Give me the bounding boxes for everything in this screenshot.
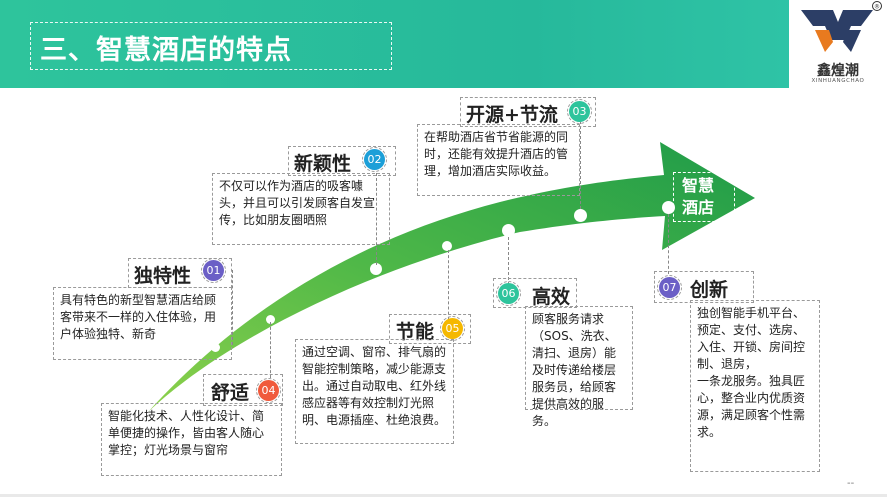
logo-subtitle: XINHUANGCHAO: [811, 78, 865, 84]
feature-desc-02: 不仅可以作为酒店的吸客噱头，并且可以引发顾客自发宣传，比如朋友圈晒照: [212, 173, 390, 245]
leader-line-06: [508, 237, 509, 285]
badge-ring-03: [567, 99, 592, 124]
feature-label-05: 节能: [396, 321, 435, 343]
arrow-dot-02: [370, 263, 382, 275]
badge-01: 01: [203, 260, 224, 281]
feature-label-07: 创新: [690, 279, 729, 301]
feature-label-01: 独特性: [134, 265, 192, 287]
badge-06: 06: [498, 283, 519, 304]
badge-05: 05: [442, 318, 463, 339]
badge-ring-01: [201, 258, 226, 283]
badge-02: 02: [364, 149, 385, 170]
feature-desc-04: 智能化技术、人性化设计、简单便捷的操作，皆由客人随心掌控；灯光场景与窗帘: [101, 403, 282, 476]
page-title: 三、智慧酒店的特点: [40, 35, 292, 66]
endpoint-frame: [673, 172, 735, 222]
arrow-dot-03: [574, 209, 587, 222]
footer-rule: [0, 494, 887, 497]
badge-07: 07: [659, 277, 680, 298]
badge-ring-05: [440, 316, 465, 341]
endpoint-label: 智慧 酒店: [682, 176, 715, 217]
leader-line-02: [376, 173, 377, 265]
title-frame: [30, 22, 392, 70]
feature-label-03: 开源+节流: [466, 104, 558, 126]
badge-ring-04: [256, 378, 281, 403]
leader-line-03: [580, 121, 581, 209]
label-frame-06: [493, 278, 577, 308]
feature-desc-07: 独创智能手机平台、预定、支付、选房、入住、开锁、房间控制、退房， 一条龙服务。独…: [690, 300, 820, 472]
logo: ®: [789, 0, 887, 88]
feature-label-04: 舒适: [211, 382, 250, 404]
leader-line-05: [448, 250, 449, 330]
badge-ring-06: [496, 281, 521, 306]
header-bar: [0, 0, 887, 88]
feature-desc-01: 具有特色的新型智慧酒店给顾客带来不一样的入住体验，用户体验独特、新奇: [53, 287, 232, 360]
arrow-dot-04: [266, 315, 275, 324]
arrow-dot-01: [211, 343, 220, 352]
label-frame-02: [288, 146, 396, 176]
logo-name: 鑫煌潮: [817, 63, 859, 79]
label-frame-04: [203, 374, 283, 406]
feature-desc-03: 在帮助酒店省节省能源的同时，还能有效提升酒店的管理，增加酒店实际收益。: [417, 124, 580, 196]
feature-label-06: 高效: [532, 286, 571, 308]
arrow-dot-06: [502, 224, 515, 237]
registered-mark: ®: [874, 4, 880, 11]
leader-line-01: [232, 270, 233, 345]
arrow-dot-05: [442, 241, 452, 251]
label-frame-07: [654, 271, 754, 303]
leader-line-04: [270, 322, 271, 378]
badge-03: 03: [569, 101, 590, 122]
badge-ring-07: [657, 275, 682, 300]
page-number: --: [847, 478, 855, 489]
feature-label-02: 新颖性: [294, 153, 352, 175]
feature-desc-05: 通过空调、窗帘、排气扇的智能控制策略，减少能源支出。通过自动取电、红外线感应器等…: [295, 339, 454, 444]
label-frame-05: [389, 314, 471, 344]
leader-line-07: [668, 214, 669, 274]
logo-emblem-icon: ®: [801, 1, 882, 52]
badge-ring-02: [362, 147, 387, 172]
badge-04: 04: [258, 380, 279, 401]
arrow-dot-07: [662, 201, 675, 214]
label-frame-03: [460, 97, 596, 127]
feature-desc-06: 顾客服务请求（SOS、洗衣、清扫、退房）能及时传递给楼层服务员，给顾客提供高效的…: [525, 306, 633, 428]
